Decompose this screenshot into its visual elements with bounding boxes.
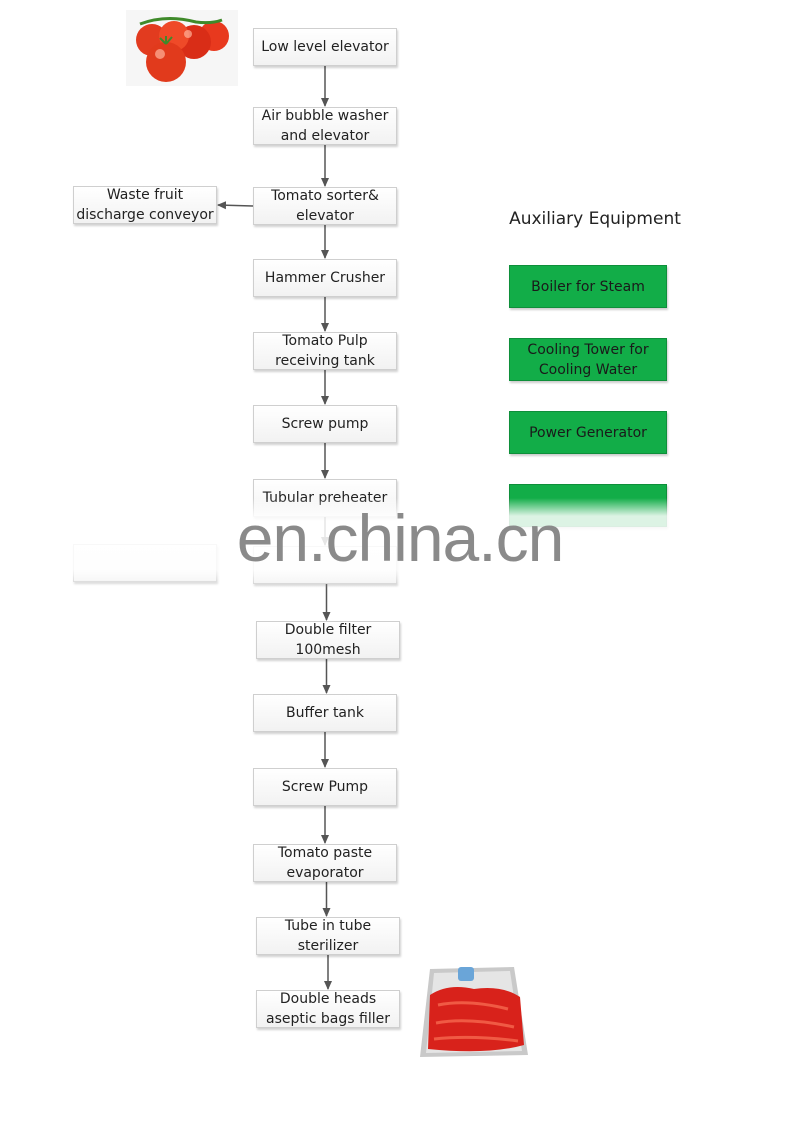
aux-boiler: Boiler for Steam [509,265,667,308]
step-double-filter: Double filter 100mesh [256,621,400,659]
aux-cooling-tower: Cooling Tower for Cooling Water [509,338,667,381]
step-tomato-sorter: Tomato sorter& elevator [253,187,397,225]
watermark-text: en.china.cn [236,501,565,575]
auxiliary-equipment-title: Auxiliary Equipment [509,209,681,229]
step-paste-evaporator: Tomato paste evaporator [253,844,397,882]
aux-power-generator: Power Generator [509,411,667,454]
step-tube-sterilizer: Tube in tube sterilizer [256,917,400,955]
step-aseptic-filler: Double heads aseptic bags filler [256,990,400,1028]
tomato-paste-bag-photo-icon [420,967,528,1057]
step-pulp-receiving-tank: Tomato Pulp receiving tank [253,332,397,370]
step-hammer-crusher: Hammer Crusher [253,259,397,297]
flow-arrow-waste [217,201,254,210]
step-buffer-tank: Buffer tank [253,694,397,732]
step-screw-pump-1: Screw pump [253,405,397,443]
tomato-photo-icon [126,10,238,86]
step-screw-pump-2: Screw Pump [253,768,397,806]
step-air-bubble-washer: Air bubble washer and elevator [253,107,397,145]
step-low-level-elevator: Low level elevator [253,28,397,66]
watermark-band [0,498,800,588]
side-step-waste-fruit-conveyor: Waste fruit discharge conveyor [73,186,217,224]
